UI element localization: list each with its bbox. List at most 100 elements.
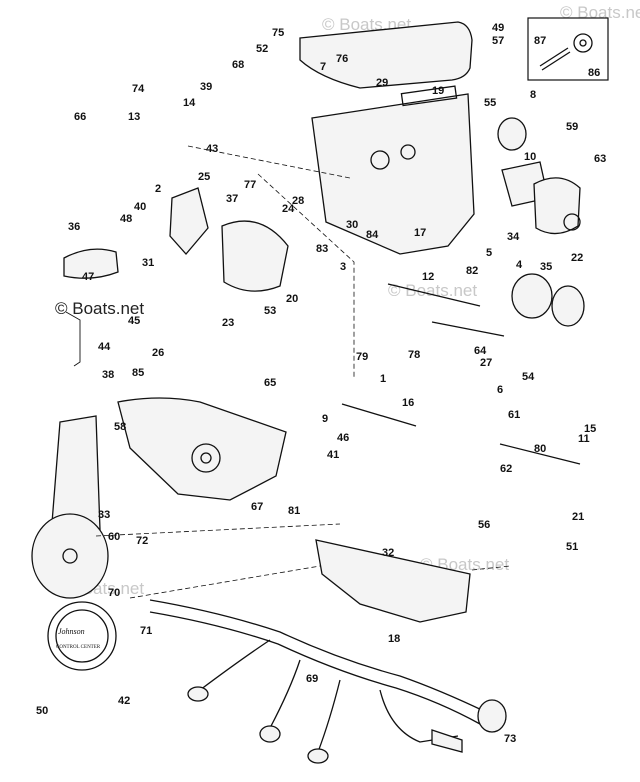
callout-8: 8	[530, 89, 536, 101]
callout-10: 10	[524, 151, 536, 163]
callout-75: 75	[272, 27, 284, 39]
callout-15: 15	[584, 423, 596, 435]
watermark-left-mid: © Boats.net	[55, 299, 144, 318]
link-cable-part	[431, 321, 505, 337]
callout-42: 42	[118, 695, 130, 707]
callout-61: 61	[508, 409, 520, 421]
callout-76: 76	[336, 53, 348, 65]
switch-nut-part	[563, 213, 581, 231]
callout-47: 47	[82, 271, 94, 283]
callout-13: 13	[128, 111, 140, 123]
callout-79: 79	[356, 351, 368, 363]
callout-59: 59	[566, 121, 578, 133]
callout-28: 28	[292, 195, 304, 207]
callout-71: 71	[140, 625, 152, 637]
callout-55: 55	[484, 97, 496, 109]
callout-60: 60	[108, 531, 120, 543]
callout-73: 73	[504, 733, 516, 745]
callout-17: 17	[414, 227, 426, 239]
callout-20: 20	[286, 293, 298, 305]
callout-1: 1	[380, 373, 386, 385]
callout-63: 63	[594, 153, 606, 165]
callout-40: 40	[134, 201, 146, 213]
callout-54: 54	[522, 371, 535, 383]
decal-sub-text: CONTROL CENTER	[56, 645, 101, 650]
callout-66: 66	[74, 111, 86, 123]
callout-44: 44	[98, 341, 111, 353]
switch-cover-part	[533, 177, 581, 235]
johnson-decal-part: Johnson CONTROL CENTER	[47, 601, 117, 671]
callout-12: 12	[422, 271, 434, 283]
cam-plate-part	[221, 220, 289, 292]
housing-boss-2	[400, 144, 416, 160]
callout-52: 52	[256, 43, 268, 55]
link-rod-part	[499, 443, 581, 465]
callout-86: 86	[588, 67, 600, 79]
watermark-center-mid: © Boats.net	[388, 281, 477, 300]
lever-hub-center	[200, 452, 212, 464]
callout-34: 34	[507, 231, 520, 243]
callout-87: 87	[534, 35, 546, 47]
callout-81: 81	[288, 505, 300, 517]
callout-31: 31	[142, 257, 154, 269]
callout-68: 68	[232, 59, 244, 71]
callout-57: 57	[492, 35, 504, 47]
callout-16: 16	[402, 397, 414, 409]
callout-84: 84	[366, 229, 379, 241]
callout-51: 51	[566, 541, 578, 553]
watermark-top-right: © Boats.net	[560, 3, 640, 22]
callout-58: 58	[114, 421, 126, 433]
inset-box	[527, 17, 609, 81]
callout-37: 37	[226, 193, 238, 205]
callout-83: 83	[316, 243, 328, 255]
callout-36: 36	[68, 221, 80, 233]
lever-hub	[191, 443, 221, 473]
callout-82: 82	[466, 265, 478, 277]
callout-9: 9	[322, 413, 328, 425]
callout-5: 5	[486, 247, 492, 259]
callout-77: 77	[244, 179, 256, 191]
callout-85: 85	[132, 367, 144, 379]
callout-53: 53	[264, 305, 276, 317]
callout-56: 56	[478, 519, 490, 531]
callout-46: 46	[337, 432, 349, 444]
callout-50: 50	[36, 705, 48, 717]
callout-41: 41	[327, 449, 339, 461]
gauge-part	[511, 273, 553, 319]
callout-62: 62	[500, 463, 512, 475]
callout-67: 67	[251, 501, 263, 513]
callout-65: 65	[264, 377, 276, 389]
callout-39: 39	[200, 81, 212, 93]
callout-6: 6	[497, 384, 503, 396]
callout-43: 43	[206, 143, 218, 155]
callout-2: 2	[155, 183, 161, 195]
callout-29: 29	[376, 77, 388, 89]
callout-11: 11	[578, 433, 590, 445]
callout-70: 70	[108, 587, 120, 599]
washer-part	[497, 117, 527, 151]
callout-4: 4	[516, 259, 523, 271]
knob-part	[63, 248, 119, 279]
handle-lever-part	[65, 311, 81, 367]
callout-48: 48	[120, 213, 132, 225]
callout-14: 14	[183, 97, 196, 109]
callout-23: 23	[222, 317, 234, 329]
callout-27: 27	[480, 357, 492, 369]
callout-32: 32	[382, 547, 394, 559]
control-housing-part	[311, 93, 475, 255]
guide-line-2	[95, 523, 341, 537]
callout-30: 30	[346, 219, 358, 231]
cable-rod-part	[387, 283, 481, 307]
throttle-arm-part	[169, 187, 209, 255]
decal-brand-text: Johnson	[58, 627, 85, 636]
lever-housing-part	[117, 397, 287, 501]
guide-line-4	[257, 173, 355, 378]
callout-80: 80	[534, 443, 546, 455]
callout-25: 25	[198, 171, 210, 183]
callout-35: 35	[540, 261, 552, 273]
callout-38: 38	[102, 369, 114, 381]
housing-label-plate	[400, 85, 458, 107]
guide-line-5	[471, 565, 511, 571]
callout-26: 26	[152, 347, 164, 359]
